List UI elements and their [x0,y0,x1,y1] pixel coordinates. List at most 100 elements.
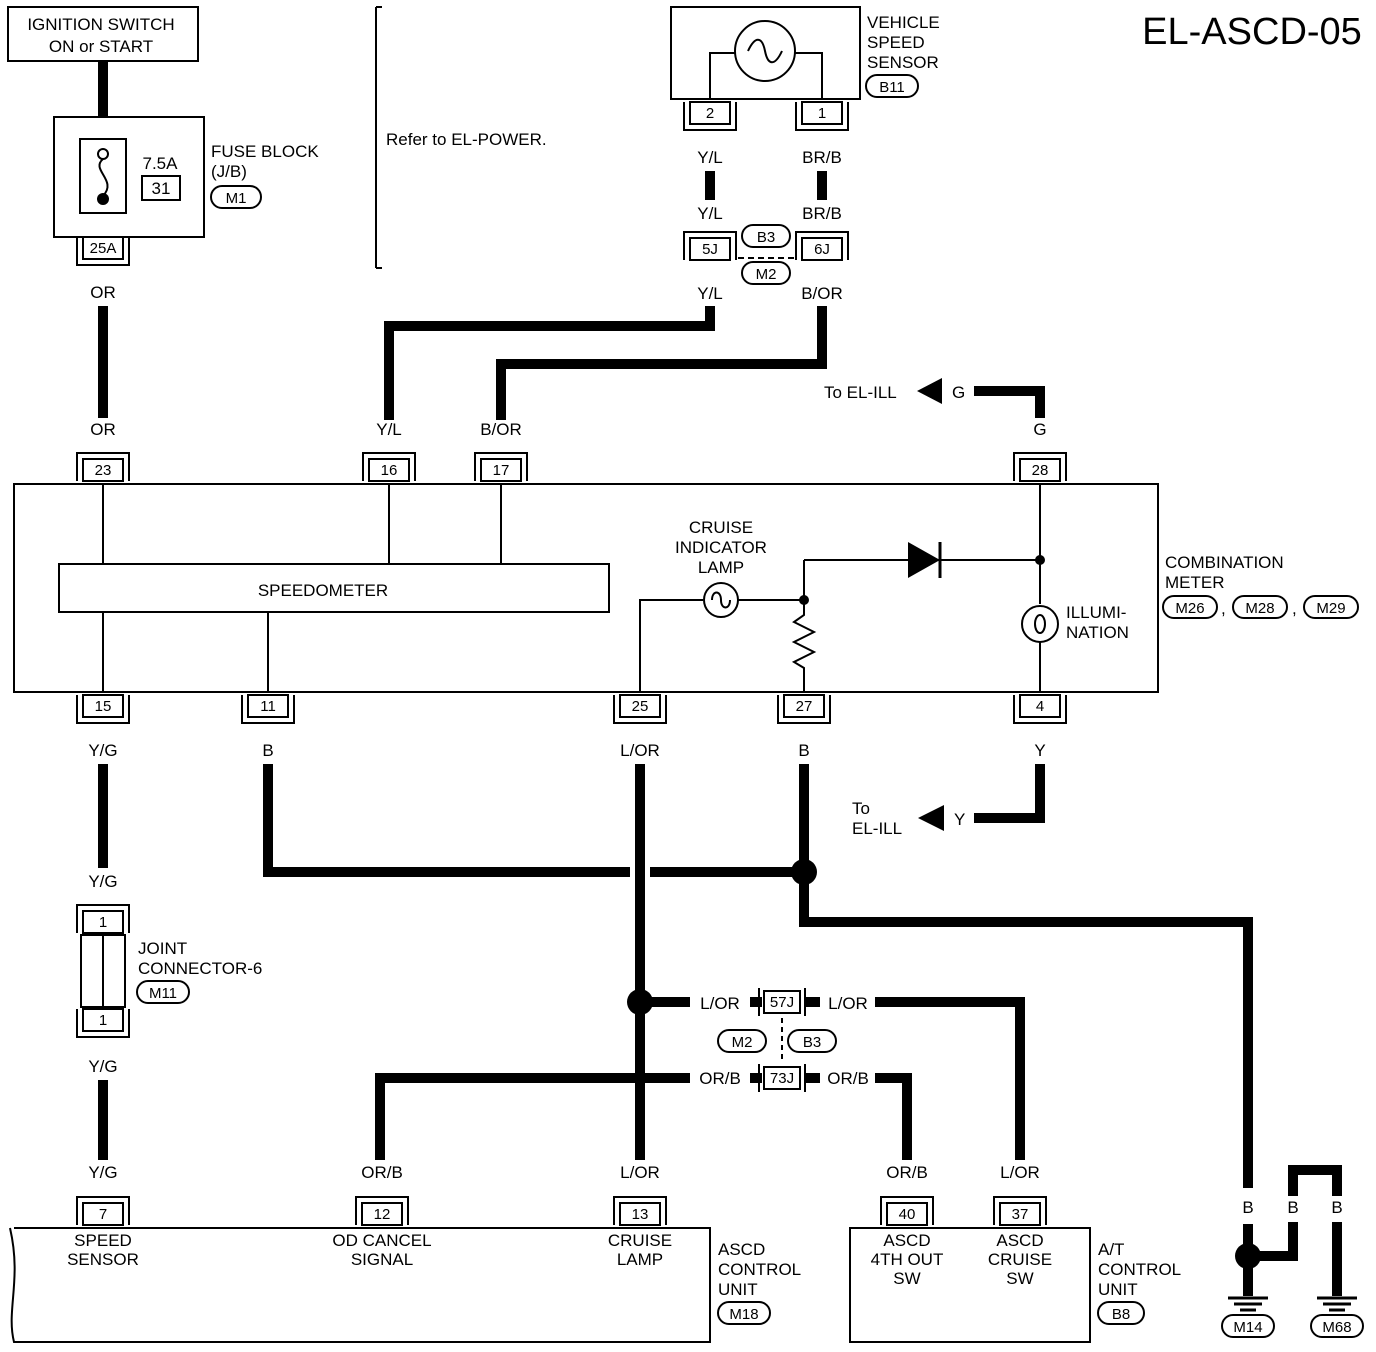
wire-label-yl-1: Y/L [697,148,723,167]
cruise-lamp-label-1: CRUISE [689,518,753,537]
to-el-ill-top: To EL-ILL G G [824,378,1047,439]
ground-connector-m68: M68 [1322,1319,1351,1336]
meter-name-2: METER [1165,573,1225,592]
wire-label-lor-2: L/OR [700,994,740,1013]
ascd-sig1-1: SPEED [74,1231,132,1250]
illumination-label-1: ILLUMI- [1066,603,1126,622]
wire-label-yg-2: Y/G [88,872,117,891]
to-ill-top-label: To EL-ILL [824,383,897,402]
joint-connector-m11: M11 [149,985,177,1002]
svg-text:1: 1 [818,105,826,122]
vss-connector: B11 [879,79,905,96]
lower-junction-73j: 73J [758,1064,806,1092]
vss-pin-2: 2 [683,101,737,131]
fuse-block: 7.5A 31 FUSE BLOCK (J/B) M1 [53,116,319,238]
wire-label-y-1: Y [1034,741,1045,760]
fuse-pin-25a: 25A [76,236,130,266]
ground-icon-m68 [1317,1296,1357,1312]
wire-label-orb-3: OR/B [361,1163,403,1182]
at-sig1-3: SW [893,1269,920,1288]
meter-pin-4: 4 [1013,694,1067,724]
ascd-name-2: CONTROL [718,1260,801,1279]
svg-text:73J: 73J [770,1070,794,1087]
lower-junction-b3: B3 [803,1034,821,1051]
meter-connector-sep-2: , [1292,599,1297,618]
svg-text:4: 4 [1036,698,1044,715]
wire-label-lor-4: L/OR [620,1163,660,1182]
svg-text:15: 15 [95,698,112,715]
ascd-pin-13: 13 [613,1196,667,1226]
meter-connector-m28: M28 [1245,600,1274,617]
ascd-pin-12: 12 [355,1196,409,1226]
diagram-title: EL-ASCD-05 [1142,11,1362,53]
ascd-sig1-2: SENSOR [67,1250,139,1269]
at-pin-40: 40 [880,1196,934,1226]
at-connector-b8: B8 [1112,1306,1130,1323]
fuse-rating: 7.5A [143,154,179,173]
wire-label-b-5: B [1331,1198,1342,1217]
svg-text:1: 1 [99,1012,107,1029]
ascd-sig3-1: CRUISE [608,1231,672,1250]
ascd-pin-7: 7 [76,1196,130,1226]
at-name-1: A/T [1098,1240,1124,1259]
wire-label-g-1: G [952,383,965,402]
wire-label-b-4: B [1287,1198,1298,1217]
upper-junction-m2: M2 [756,266,777,283]
ignition-label-1: IGNITION SWITCH [27,15,174,34]
meter-connector-sep-1: , [1221,599,1226,618]
svg-text:37: 37 [1012,1206,1029,1223]
ground-icon-m14 [1228,1296,1268,1312]
at-sig1-1: ASCD [883,1231,930,1250]
svg-text:13: 13 [632,1206,649,1223]
ascd-name-3: UNIT [718,1280,758,1299]
wire-label-lor-1: L/OR [620,741,660,760]
wire-label-yg-3: Y/G [88,1057,117,1076]
upper-junction-6j: 6J [795,231,849,261]
illumination-lamp [1021,605,1059,643]
vss-label-1: VEHICLE [867,13,940,32]
svg-text:25A: 25A [90,240,117,257]
upper-junction-b3: B3 [757,229,775,246]
lower-junction-m2: M2 [732,1034,753,1051]
speedometer-block [58,563,610,613]
upper-junction-5j: 5J [683,231,737,261]
meter-pin-17: 17 [474,452,528,482]
wire-label-or-1: OR [90,283,116,302]
svg-text:17: 17 [493,462,510,479]
cruise-indicator-lamp [703,582,739,618]
at-sig1-2: 4TH OUT [871,1250,944,1269]
fuse-block-label-1: FUSE BLOCK [211,142,319,161]
at-sig2-3: SW [1006,1269,1033,1288]
svg-text:25: 25 [632,698,649,715]
svg-text:6J: 6J [814,241,830,258]
meter-pin-27: 27 [777,694,831,724]
wire-label-orb-4: OR/B [886,1163,928,1182]
at-control-unit: 40 37 ASCD 4TH OUT SW ASCD CRUISE SW [849,1196,1091,1343]
fuse-number: 31 [152,179,171,198]
svg-text:5J: 5J [702,241,718,258]
speedometer-label: SPEEDOMETER [258,581,388,600]
svg-text:28: 28 [1032,462,1049,479]
meter-pin-28: 28 [1013,452,1067,482]
meter-pin-15: 15 [76,694,130,724]
lower-junction-57j: 57J [758,988,806,1016]
fuse-block-connector: M1 [226,190,247,207]
meter-pin-11: 11 [241,694,295,724]
illumination-label-2: NATION [1066,623,1129,642]
at-name-3: UNIT [1098,1280,1138,1299]
wire-label-b-1: B [262,741,273,760]
ground-connector-m14: M14 [1233,1319,1262,1336]
svg-text:16: 16 [381,462,398,479]
svg-text:7: 7 [99,1206,107,1223]
svg-text:2: 2 [706,105,714,122]
ascd-name-1: ASCD [718,1240,765,1259]
refer-note: Refer to EL-POWER. [386,130,547,149]
meter-pin-23: 23 [76,452,130,482]
wire-label-brb-2: BR/B [802,204,842,223]
fuse-block-label-2: (J/B) [211,162,247,181]
wire-label-lor-3: L/OR [828,994,868,1013]
to-ill-bottom-label-2: EL-ILL [852,819,902,838]
wire-label-or-2: OR [90,420,116,439]
vss-label-3: SENSOR [867,53,939,72]
ascd-connector-m18: M18 [729,1306,758,1323]
